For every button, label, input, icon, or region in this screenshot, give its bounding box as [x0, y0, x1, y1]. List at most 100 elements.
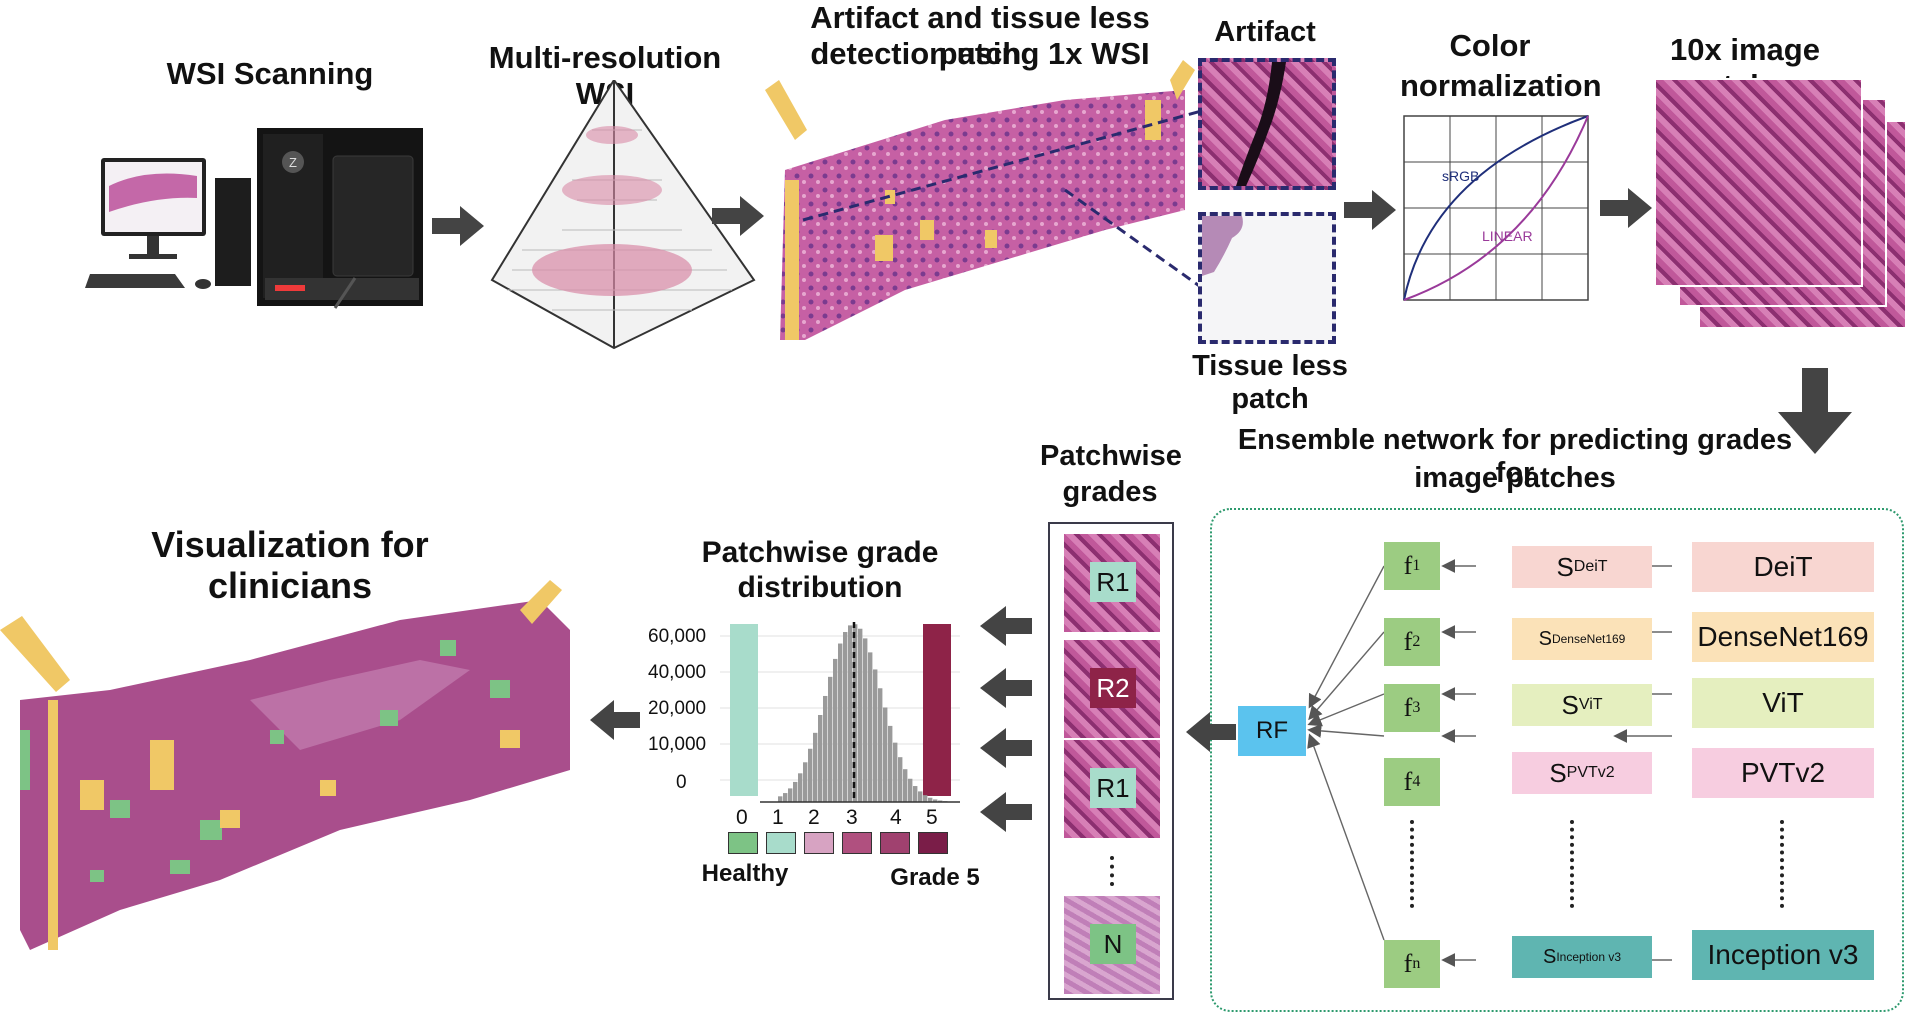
- grade-patch-3: R1: [1064, 740, 1160, 838]
- histogram-bar: [883, 707, 888, 802]
- histogram-bar: [793, 781, 798, 802]
- title-artifact-detection-2: detection using 1x WSI: [810, 36, 1150, 71]
- f-sub: 4: [1412, 773, 1421, 790]
- histogram-bar: [868, 652, 873, 802]
- histogram-bar: [803, 762, 808, 802]
- visualization-heatmap: [0, 580, 570, 950]
- histogram-bar: [838, 643, 843, 802]
- grade-patch-2: R2: [1064, 640, 1160, 738]
- title-patchwise-grades-1: Patchwise: [1040, 440, 1182, 472]
- s-label: S: [1561, 689, 1579, 720]
- svg-text:Z: Z: [289, 155, 297, 170]
- detection-tissue-slide: [765, 60, 1205, 340]
- x-tick-0: 0: [736, 806, 748, 829]
- ellipsis-s: [1570, 820, 1578, 908]
- s-sub: PVTv2: [1566, 764, 1615, 781]
- color-normalization-chart: [1403, 115, 1589, 301]
- ellipsis-grades: [1110, 856, 1118, 886]
- s-label: S: [1549, 757, 1567, 788]
- arrow-ensemble-to-grades: [1186, 712, 1236, 752]
- grade-label: R1: [1090, 562, 1136, 602]
- histogram-bar: [893, 742, 898, 802]
- arrow-patches-to-ensemble: [1778, 368, 1852, 454]
- arrow-grades-to-dist-2: [980, 668, 1032, 708]
- ensemble-container: [1210, 508, 1904, 1012]
- histogram-bar: [913, 786, 918, 802]
- title-ensemble-2: image patches: [1414, 462, 1616, 494]
- tissue-less-patch: [1198, 212, 1336, 344]
- histogram-bar: [798, 773, 803, 802]
- patchwise-grades-frame: [1048, 522, 1174, 1000]
- histogram-bar: [878, 688, 883, 802]
- grade-label: R1: [1090, 768, 1136, 808]
- histogram-bar: [818, 714, 823, 802]
- histogram-bar: [863, 638, 868, 802]
- f-sub: n: [1412, 955, 1421, 972]
- histogram-bar: [848, 625, 853, 802]
- y-tick-20000: 20,000: [648, 698, 707, 719]
- legend-grade-0: [728, 832, 758, 854]
- f-label: f: [1403, 767, 1413, 796]
- s-label: S: [1542, 945, 1557, 968]
- model-inception-v3: Inception v3: [1692, 930, 1874, 980]
- arrow-grades-to-dist-1: [980, 606, 1032, 646]
- arrow-grades-to-dist-3: [980, 728, 1032, 768]
- histogram-bar: [908, 778, 913, 802]
- legend-grade5: Grade 5: [890, 864, 980, 891]
- bar-grade5: [923, 624, 951, 796]
- grade-label: R2: [1090, 668, 1136, 708]
- s-sub: ViT: [1578, 696, 1603, 713]
- distribution-plot: [720, 622, 960, 803]
- f-sub: 1: [1412, 557, 1421, 574]
- grade-patch-4: N: [1064, 896, 1160, 994]
- f-label: f: [1403, 551, 1413, 580]
- arrow-detection-to-colornorm: [1344, 190, 1396, 230]
- model-densenet169: DenseNet169: [1692, 612, 1874, 662]
- f-sub: 3: [1412, 699, 1421, 716]
- histogram-bar: [933, 799, 938, 802]
- title-artifact: Artifact: [1214, 16, 1316, 48]
- legend-healthy: Healthy: [701, 860, 789, 887]
- histogram-bar: [858, 628, 863, 802]
- multires-pyramid: [490, 80, 756, 350]
- histogram-bar: [833, 658, 838, 802]
- arrow-multires-to-detection: [712, 196, 764, 236]
- histogram-bar: [903, 769, 908, 802]
- histogram-bar: [888, 725, 893, 802]
- arrow-grades-to-dist-4: [980, 792, 1032, 832]
- histogram-bar: [928, 797, 933, 802]
- title-color-norm-1: Color: [1449, 28, 1531, 63]
- model-vit: ViT: [1692, 678, 1874, 728]
- y-tick-10000: 10,000: [648, 734, 707, 755]
- grade-patch-1: R1: [1064, 534, 1160, 632]
- model-pvtv2: PVTv2: [1692, 748, 1874, 798]
- arrow-dist-to-visualization: [590, 700, 640, 740]
- x-tick-4: 4: [890, 806, 902, 829]
- s-sub: DeiT: [1573, 558, 1608, 575]
- histogram-bar: [828, 676, 833, 802]
- ellipsis-model: [1780, 820, 1788, 908]
- arrow-scan-to-multires: [432, 206, 484, 246]
- histogram-bar: [823, 695, 828, 802]
- f-label: f: [1403, 949, 1413, 978]
- histogram-bar: [898, 757, 903, 802]
- title-visualization: Visualization for clinicians: [151, 524, 429, 607]
- patch-stack-front: [1656, 80, 1861, 285]
- histogram-bar: [873, 669, 878, 802]
- histogram-bar: [843, 632, 848, 802]
- ellipsis-f: [1410, 820, 1418, 908]
- artifact-patch: [1198, 58, 1336, 190]
- title-color-norm-2: normalization: [1400, 68, 1602, 103]
- model-deit: DeiT: [1692, 542, 1874, 592]
- f-label: f: [1403, 693, 1413, 722]
- histogram-bar: [938, 800, 943, 802]
